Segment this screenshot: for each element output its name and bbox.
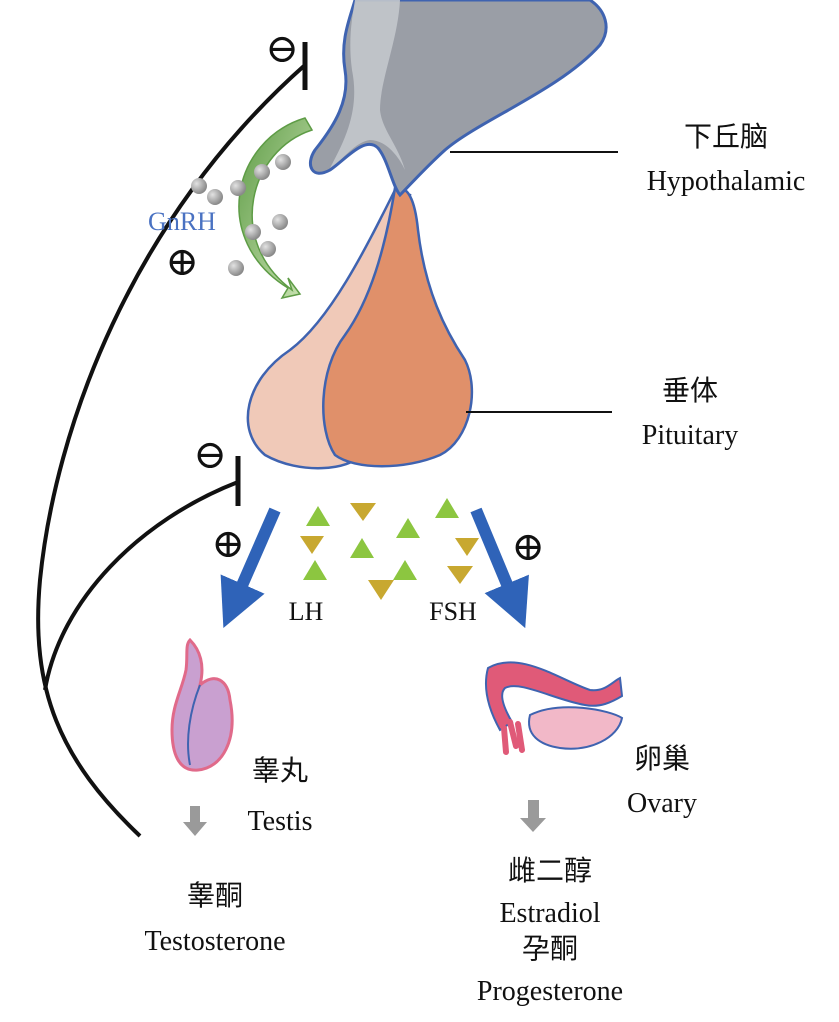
fsh-label: FSH [429, 597, 477, 626]
ovary-label-cn: 卵巢 [634, 742, 690, 775]
lh-hormone-triangles [303, 498, 459, 580]
hypothalamus-inner-shade [330, 0, 405, 170]
feedback-line-long [36, 63, 307, 838]
inhibit-symbol-top: ⊖ [265, 26, 299, 71]
ovary-output-arrow [520, 800, 546, 832]
gnrh-arrow [238, 117, 314, 300]
pituitary-front-lobe [322, 186, 474, 468]
inhibit-symbol-middle: ⊖ [193, 432, 227, 477]
gnrh-molecules [191, 154, 291, 276]
progesterone-label-en: Progesterone [477, 976, 623, 1007]
ovary-label-en: Ovary [627, 788, 697, 819]
lh-label: LH [289, 597, 324, 626]
fsh-hormone-triangles [300, 503, 479, 600]
testosterone-label-cn: 睾酮 [187, 879, 243, 912]
progesterone-label-cn: 孕酮 [522, 932, 578, 965]
testis-output-arrow [183, 806, 207, 836]
pituitary-label-en: Pituitary [642, 420, 738, 451]
hypothalamus [309, 0, 608, 198]
stimulate-symbol-fsh: ⊕ [511, 524, 545, 569]
ovary-icon [484, 661, 624, 755]
estradiol-label-cn: 雌二醇 [508, 854, 592, 887]
pituitary-label-cn: 垂体 [662, 374, 718, 407]
stimulate-symbol-gnrh: ⊕ [165, 239, 199, 284]
fsh-arrow [470, 507, 529, 629]
estradiol-label-en: Estradiol [499, 898, 600, 929]
hypothalamus-label-en: Hypothalamic [647, 166, 806, 197]
pituitary-gland [246, 186, 474, 470]
stimulate-symbol-lh: ⊕ [211, 521, 245, 566]
testis-label-en: Testis [248, 806, 313, 837]
gnrh-label: GnRH [148, 207, 216, 236]
hypothalamus-label-cn: 下丘脑 [684, 120, 768, 153]
testis-label-cn: 睾丸 [252, 754, 308, 787]
feedback-line-short [43, 480, 239, 691]
testosterone-label-en: Testosterone [144, 926, 285, 957]
lh-arrow [220, 507, 281, 628]
testis-icon [170, 637, 234, 772]
